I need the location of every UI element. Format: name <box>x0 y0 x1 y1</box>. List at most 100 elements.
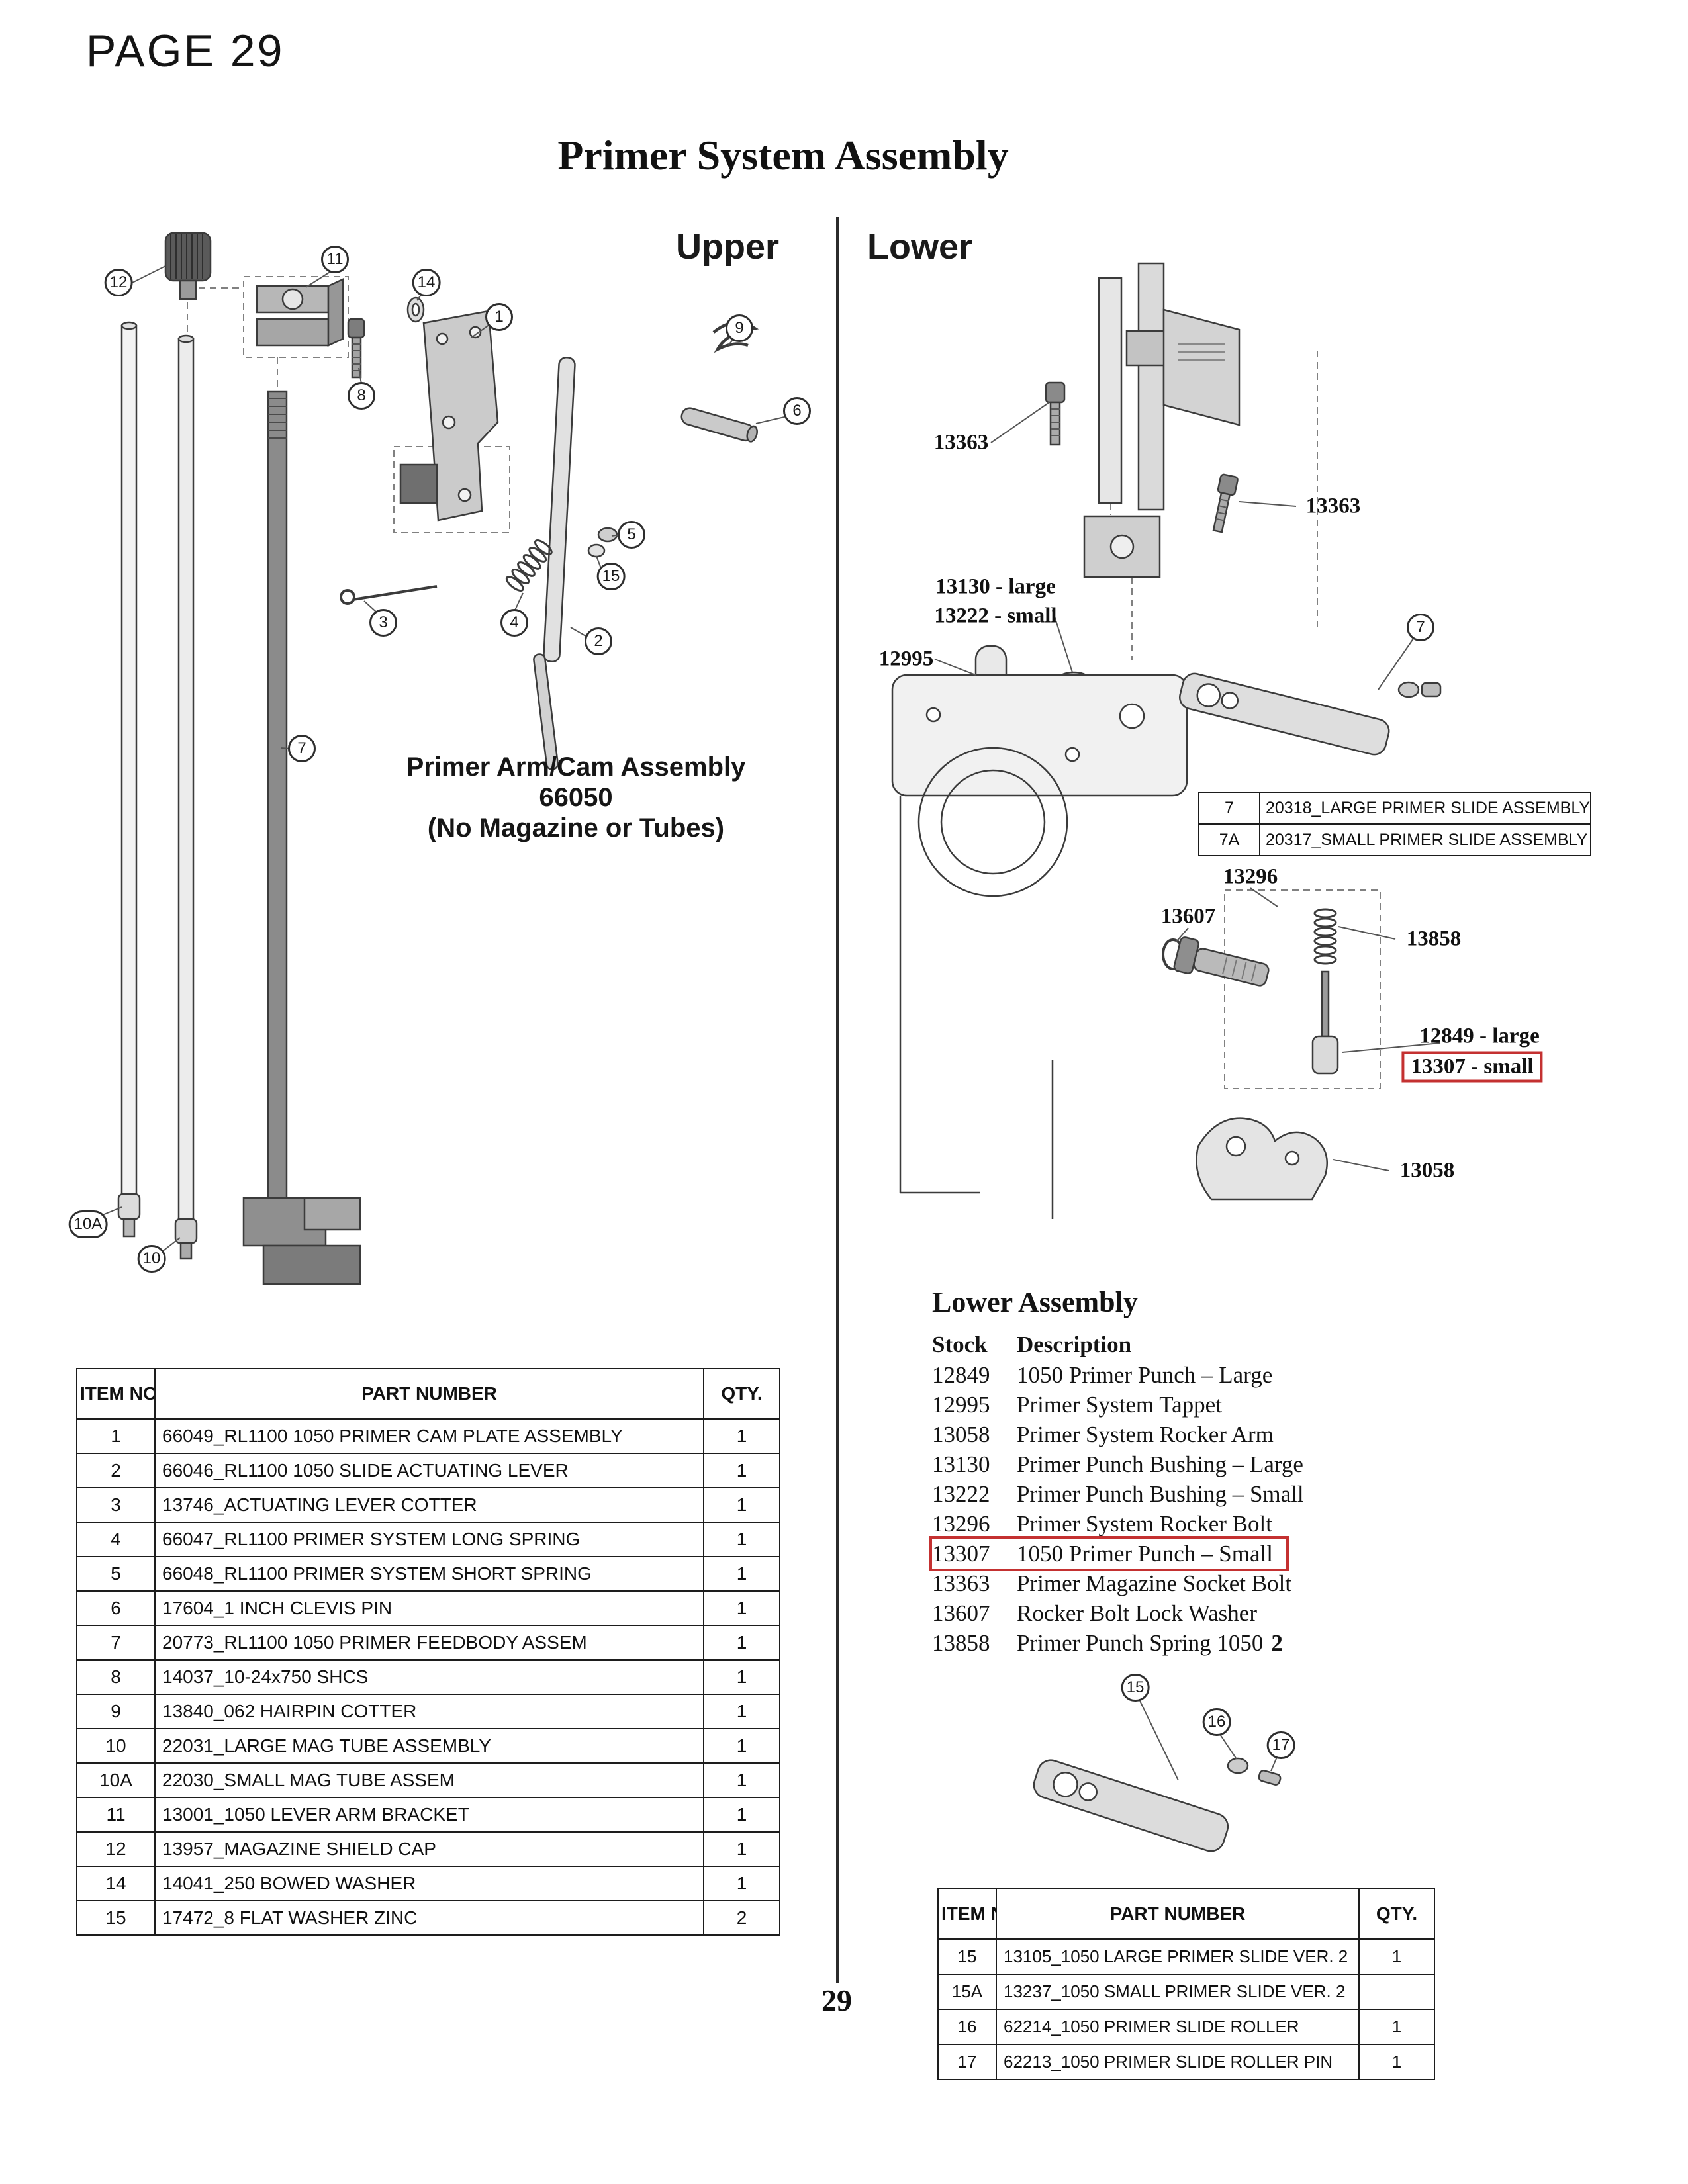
section-divider-line <box>836 217 839 1983</box>
part-number-cell: 62213_1050 PRIMER SLIDE ROLLER PIN <box>996 2044 1360 2080</box>
stock-item-row: 13363 Primer Magazine Socket Bolt <box>932 1569 1305 1598</box>
item-number-cell: 7 <box>76 1625 156 1661</box>
item-number-cell: 6 <box>76 1590 156 1626</box>
press-body <box>891 674 1188 1219</box>
table-header-row: ITEM NO. PART NUMBER QTY. <box>937 1888 1435 1940</box>
item-number-cell: 10 <box>76 1728 156 1764</box>
qty-cell: 1 <box>1358 2044 1435 2080</box>
diagram-callout: 6 <box>783 397 811 425</box>
callout-leader-lines <box>99 265 785 1252</box>
stock-item-row: 13307 1050 Primer Punch – Small <box>929 1536 1289 1571</box>
qty-cell: 1 <box>703 1831 780 1867</box>
callout-number: 10A <box>73 1215 103 1233</box>
stock-description: Primer System Rocker Bolt <box>1017 1511 1272 1537</box>
part-number-cell: 13957_MAGAZINE SHIELD CAP <box>154 1831 704 1867</box>
part-number-cell: 13840_062 HAIRPIN COTTER <box>154 1694 704 1729</box>
callout-number: 16 <box>1207 1713 1226 1731</box>
short-spring-washer <box>597 527 618 543</box>
part-number-label: 13858 <box>1406 927 1462 951</box>
slide-item-number: 7 <box>1198 792 1260 825</box>
stock-number: 13058 <box>932 1422 990 1447</box>
part-number-cell: 62214_1050 PRIMER SLIDE ROLLER <box>996 2009 1360 2045</box>
stock-items: 12849 1050 Primer Punch – Large 12995 Pr… <box>929 1360 1382 1658</box>
qty-cell: 1 <box>703 1522 780 1557</box>
parts-table-row: 1 66049_RL1100 1050 PRIMER CAM PLATE ASS… <box>76 1418 780 1454</box>
item-number-cell: 15 <box>937 1938 997 1975</box>
primer-magazine-columns <box>1098 262 1241 511</box>
item-number-cell: 15 <box>76 1900 156 1936</box>
stock-description: Rocker Bolt Lock Washer <box>1017 1600 1257 1626</box>
parts-table-row: 11 13001_1050 LEVER ARM BRACKET 1 <box>76 1797 780 1833</box>
parts-table-row: 10A 22030_SMALL MAG TUBE ASSEM 1 <box>76 1762 780 1798</box>
rocker-bolt <box>1173 936 1270 987</box>
stock-description: Primer System Rocker Arm <box>1017 1422 1274 1447</box>
column-header-qty: QTY. <box>1358 1888 1435 1940</box>
parts-table-row: 12 13957_MAGAZINE SHIELD CAP 1 <box>76 1831 780 1867</box>
stock-description: Primer System Tappet <box>1017 1392 1222 1418</box>
stock-item-row: 13130 Primer Punch Bushing – Large <box>932 1449 1317 1479</box>
qty-cell: 1 <box>703 1625 780 1661</box>
diagram-callout: 11 <box>321 246 349 273</box>
stock-item-row: 13607 Rocker Bolt Lock Washer <box>932 1598 1270 1628</box>
diagram-callout: 3 <box>369 609 397 637</box>
stock-description: Primer Punch Bushing – Large <box>1017 1451 1303 1477</box>
stock-quantity: 2 <box>1271 1630 1283 1656</box>
part-number-label: 13130 - large <box>935 574 1056 599</box>
item-number-cell: 4 <box>76 1522 156 1557</box>
column-header-item-no: ITEM NO. <box>937 1888 997 1940</box>
diagram-callout: 8 <box>348 382 375 410</box>
page-number: 29 <box>821 1983 852 2017</box>
stock-description: 1050 Primer Punch – Large <box>1017 1362 1273 1388</box>
item-number-cell: 15A <box>937 1974 997 2010</box>
parts-table-row: 7 20773_RL1100 1050 PRIMER FEEDBODY ASSE… <box>76 1625 780 1661</box>
item-number-cell: 10A <box>76 1762 156 1798</box>
parts-table-row: 6 17604_1 INCH CLEVIS PIN 1 <box>76 1590 780 1626</box>
callout-number: 7 <box>1416 618 1425 636</box>
callout-number: 11 <box>326 250 344 268</box>
qty-cell: 1 <box>703 1453 780 1488</box>
callout-number: 1 <box>494 308 504 326</box>
stock-description: Primer Punch Bushing – Small <box>1017 1481 1304 1507</box>
item-number-cell: 5 <box>76 1556 156 1592</box>
parts-table-row: 15 13105_1050 LARGE PRIMER SLIDE VER. 2 … <box>937 1938 1435 1975</box>
callout-number: 14 <box>417 273 436 291</box>
stock-description: 1050 Primer Punch – Small <box>1017 1541 1273 1567</box>
table-header-row: ITEM NO. PART NUMBER QTY. <box>76 1368 780 1420</box>
qty-cell: 1 <box>703 1762 780 1798</box>
diagram-callout: 15 <box>596 563 626 590</box>
qty-cell: 1 <box>703 1590 780 1626</box>
primer-slide-assembly <box>1179 672 1390 756</box>
magazine-base-block <box>1083 515 1161 578</box>
stock-number: 13607 <box>932 1600 990 1626</box>
parts-table-row: 4 66047_RL1100 PRIMER SYSTEM LONG SPRING… <box>76 1522 780 1557</box>
parts-table-row: 3 13746_ACTUATING LEVER COTTER 1 <box>76 1487 780 1523</box>
magazine-socket-bolt-left <box>1045 381 1066 446</box>
stock-list-header: Stock Description <box>932 1330 1382 1360</box>
callout-number: 3 <box>379 614 388 631</box>
part-number-label: 13363 <box>933 430 989 455</box>
item-number-cell: 8 <box>76 1659 156 1695</box>
stock-item-row: 13222 Primer Punch Bushing – Small <box>932 1479 1317 1509</box>
slide-part-number: 20318_LARGE PRIMER SLIDE ASSEMBLY <box>1259 792 1591 825</box>
stock-item-row: 12995 Primer System Tappet <box>932 1390 1235 1420</box>
lower-section-label: Lower <box>867 227 973 267</box>
primer-feedbody <box>242 1197 361 1285</box>
stock-item-row: 13296 Primer System Rocker Bolt <box>932 1509 1286 1539</box>
bowed-washer <box>406 296 425 323</box>
lower-exploded-diagram <box>891 262 1442 1219</box>
parts-table-row: 5 66048_RL1100 PRIMER SYSTEM SHORT SPRIN… <box>76 1556 780 1592</box>
part-number-label: 12995 <box>878 647 934 671</box>
part-number-cell: 17604_1 INCH CLEVIS PIN <box>154 1590 704 1626</box>
parts-table-row: 16 62214_1050 PRIMER SLIDE ROLLER 1 <box>937 2009 1435 2045</box>
lever-arm-bracket <box>256 278 344 347</box>
lower-assembly-heading: Lower Assembly <box>932 1286 1138 1318</box>
qty-cell: 1 <box>703 1556 780 1592</box>
diagram-callout: 9 <box>726 314 753 342</box>
parts-table-row: 2 66046_RL1100 1050 SLIDE ACTUATING LEVE… <box>76 1453 780 1488</box>
item-number-cell: 1 <box>76 1418 156 1454</box>
qty-cell: 1 <box>703 1866 780 1901</box>
caption-line-3: (No Magazine or Tubes) <box>427 813 725 842</box>
parts-table-row: 8 14037_10-24x750 SHCS 1 <box>76 1659 780 1695</box>
part-number-label: 13307 - small <box>1401 1051 1543 1083</box>
primer-punch <box>1311 970 1339 1075</box>
